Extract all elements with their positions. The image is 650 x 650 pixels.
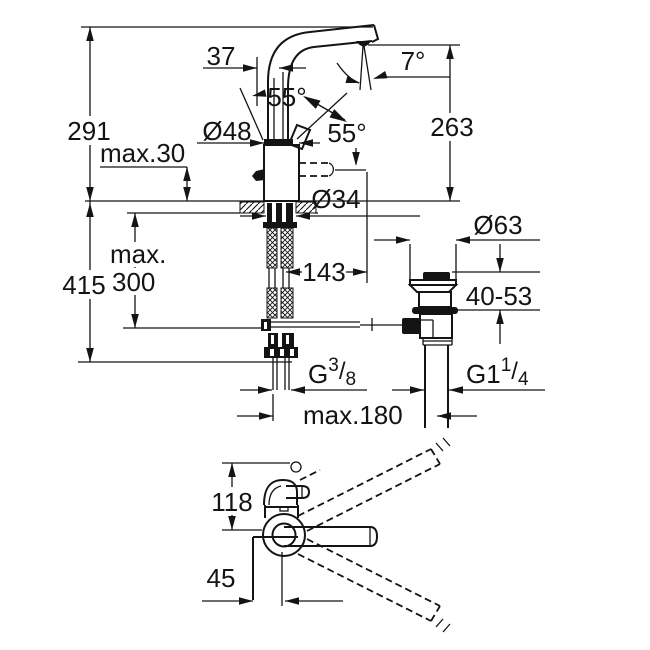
braided-hose-right-2 [280,287,294,319]
faucet-body-top-plate [264,139,293,145]
hose-plain-section [268,268,290,288]
braided-hose-left [266,227,278,269]
connector-slot [286,335,289,344]
g38-base: G [308,359,328,389]
faucet-body [263,144,300,202]
dim-291-label: 291 [67,116,110,146]
dim-415-label: 415 [62,270,105,300]
braided-hose-right [280,227,294,269]
dim-143-label: 143 [302,257,345,287]
body-tick [279,506,289,512]
nut-slot [270,349,274,356]
dim-63-line [374,239,540,280]
popup-rod-extension [360,318,403,331]
shank-slot [282,203,286,222]
nut-slot [290,349,294,356]
shank-thread [267,203,293,222]
drain-rod-connector [402,318,420,334]
spout-pipe-inner-lines [273,72,284,140]
g114-sub: 4 [518,369,529,390]
dim-45-label: 45 [207,563,236,593]
countertop-hatch-left [239,201,265,214]
drain-plug-cap [423,272,450,280]
countertop-hatch-right [295,201,317,214]
swivel-detail-dash [299,469,321,481]
body-side-clip [252,169,265,181]
drain-body [419,313,453,339]
dim-263-label: 263 [430,112,473,142]
dim-37-label: 37 [207,41,236,71]
dim-63-label: Ø63 [473,210,522,240]
shank-slot [272,203,276,222]
drain-lock-ring [422,337,453,346]
dim-300-label: 300 [112,267,155,297]
dim-max30-label: max.30 [100,138,185,168]
dim-55-right-label: 55° [327,118,366,148]
spout-tip [371,24,380,43]
dim-max180-label: max.180 [303,400,403,430]
spout-outer-edge [267,24,375,140]
side-spout [284,526,379,547]
mounting-washer [263,222,297,228]
spout-inner-edge [287,40,373,140]
swivel-arm-lower-ticks [435,618,451,633]
g38-sub: 8 [345,369,356,390]
dim-34-label: Ø34 [311,184,360,214]
dim-4053-label: 40-53 [466,281,533,311]
faucet-side-view [202,437,451,633]
lever-stub [286,485,311,499]
dim-max30-line [100,166,188,201]
aerator [356,41,371,47]
g114-base: G1 [466,359,501,389]
popup-rod-joint-slot [264,322,267,329]
lever-phantom-cap [328,162,335,177]
dim-g38-label: G3/8 [308,355,356,390]
nut-slot [280,349,284,356]
g38-slash: / [339,358,346,385]
lever-dome [263,478,298,506]
g114-slash: / [511,358,518,385]
swivel-arm-upper-ticks [435,437,451,452]
dim-g114-label: G11/4 [466,355,529,390]
drain-neck [418,291,452,308]
dim-4053-line [452,244,540,344]
drain-body-detail [420,319,434,337]
dim-7-label: 7° [401,46,426,76]
deck-edge [252,536,298,600]
g114-sup: 1 [501,355,512,376]
dim-118-label: 118 [211,487,252,517]
braided-hose-left-2 [266,287,278,319]
popup-rod [271,321,360,328]
dim-48-label: Ø48 [202,116,251,146]
swivel-detail-circle [290,461,302,473]
dim-55-left-label: 55° [267,82,306,112]
connector-slot [271,335,274,344]
lever-phantom-dashed [299,162,329,177]
dim-max-label: max. [110,239,166,269]
joystick-lever [287,123,312,151]
g38-sup: 3 [328,355,339,376]
spout-pivot-outer [262,513,306,557]
spout-tilt-lines [359,45,372,91]
faucet-front-view [239,24,403,390]
drain-oring [412,307,458,314]
drain-flange-taper [407,284,459,293]
swivel-arm-upper [297,448,441,532]
drain-assembly [402,272,459,428]
lever-swing-chord [296,92,348,140]
dimension-labels: 291 max.30 max. 415 300 37 Ø48 55° 55° 7… [62,41,532,593]
supply-tails [272,358,290,390]
label-backgrounds [60,113,478,515]
swivel-arm-lower [297,538,441,622]
dim-55-left-line [239,87,264,141]
lever-dome-inner [268,485,282,506]
